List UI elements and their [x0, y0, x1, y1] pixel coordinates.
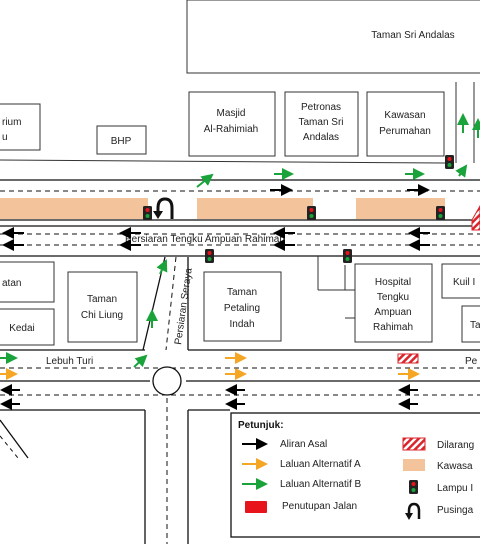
traffic-light-icon	[445, 155, 454, 169]
legend-item-label: Penutupan Jalan	[282, 501, 357, 512]
roundabout	[152, 366, 182, 396]
legend-u-turn-arrowhead	[405, 513, 413, 520]
label-hospital-4: Rahimah	[373, 322, 413, 333]
label-hospital-2: Tengku	[377, 292, 409, 303]
arrow-alt-route-b	[455, 164, 468, 178]
legend-item-label: Laluan Alternatif A	[280, 459, 361, 470]
label-pe-partial: Pe	[465, 356, 478, 367]
label-masjid-2: Al-Rahimiah	[204, 124, 258, 135]
building-kuil-partial	[441, 263, 480, 299]
building-taman-sri-andalas	[186, 0, 480, 74]
legend-item-label: Kawasa	[437, 461, 473, 472]
building-masjid	[188, 91, 276, 157]
legend-item-label: Lampu I	[437, 483, 473, 494]
traffic-light-icon	[143, 206, 152, 220]
label-taman-sri-andalas: Taman Sri Andalas	[371, 30, 454, 41]
label-petaling-3: Indah	[229, 319, 254, 330]
label-hospital-1: Hospital	[375, 277, 411, 288]
u-turn-icon	[156, 197, 174, 219]
legend-traffic-light-icon	[409, 480, 418, 494]
construction-zone-3	[356, 198, 445, 219]
label-petronas-1: Petronas	[301, 102, 341, 113]
legend-hatched-icon	[402, 437, 426, 451]
label-rium-1: rium	[2, 117, 21, 128]
label-kawasan-2: Perumahan	[379, 126, 431, 137]
legend-u-turn-icon	[407, 502, 421, 519]
label-petaling-2: Petaling	[224, 303, 260, 314]
building-taman-petaling	[203, 271, 282, 342]
legend-tan-box-icon	[403, 459, 425, 471]
building-ta-partial	[461, 305, 480, 343]
legend-item-label: Dilarang	[437, 440, 474, 451]
traffic-light-icon	[307, 206, 316, 220]
construction-zone-1	[0, 198, 148, 219]
building-taman-chi-liung	[67, 271, 138, 343]
building-rium-partial	[0, 103, 41, 151]
label-masjid-1: Masjid	[217, 108, 246, 119]
persiaran-seraya-dash	[165, 256, 177, 351]
building-kawasan-perumahan	[366, 91, 445, 157]
label-rium-2: u	[2, 132, 8, 143]
legend: Petunjuk: Aliran Asal Laluan Alternatif …	[230, 412, 480, 538]
legend-box	[230, 412, 480, 538]
building-kedai	[0, 308, 55, 346]
u-turn-arrowhead	[153, 211, 163, 219]
label-persiaran-seraya: Persiaran Seraya	[173, 267, 195, 345]
label-bhp: BHP	[111, 136, 132, 147]
diagonal-road-dash	[0, 435, 19, 459]
label-lebuh-turi: Lebuh Turi	[46, 356, 93, 367]
legend-title: Petunjuk:	[238, 420, 284, 431]
service-road-edge	[0, 159, 446, 164]
label-ta: Ta	[470, 320, 480, 331]
restricted-zone	[397, 353, 419, 364]
building-atan-partial	[0, 261, 55, 303]
arrow-alt-route-b	[156, 259, 168, 275]
traffic-light-icon	[205, 249, 214, 263]
label-atan: atan	[2, 278, 21, 289]
label-kuil: Kuil I	[453, 277, 475, 288]
traffic-light-icon	[436, 206, 445, 220]
legend-red-bar-icon	[245, 501, 267, 513]
restricted-zone	[471, 204, 480, 231]
legend-item-label: Aliran Asal	[280, 439, 327, 450]
arrow-alt-route-b	[133, 354, 148, 368]
building-petronas	[284, 91, 359, 157]
label-kedai: Kedai	[9, 323, 35, 334]
label-petaling-1: Taman	[227, 287, 257, 298]
label-chi-liung-2: Chi Liung	[81, 310, 123, 321]
diagonal-road-edge	[0, 419, 29, 459]
arrow-alt-route-b	[196, 173, 214, 188]
building-bhp	[96, 125, 147, 155]
construction-zone-2	[197, 198, 313, 219]
label-petronas-3: Andalas	[303, 132, 339, 143]
legend-item-label: Laluan Alternatif B	[280, 479, 361, 490]
label-kawasan-1: Kawasan	[384, 110, 425, 121]
label-hospital-3: Ampuan	[374, 307, 411, 318]
legend-item-label: Pusinga	[437, 505, 474, 516]
label-petronas-2: Taman Sri	[298, 117, 343, 128]
label-persiaran-tengku: Persiaran Tengku Ampuan Rahimah	[125, 234, 285, 245]
building-hospital	[354, 263, 433, 343]
label-chi-liung-1: Taman	[87, 294, 117, 305]
traffic-light-icon	[343, 249, 352, 263]
